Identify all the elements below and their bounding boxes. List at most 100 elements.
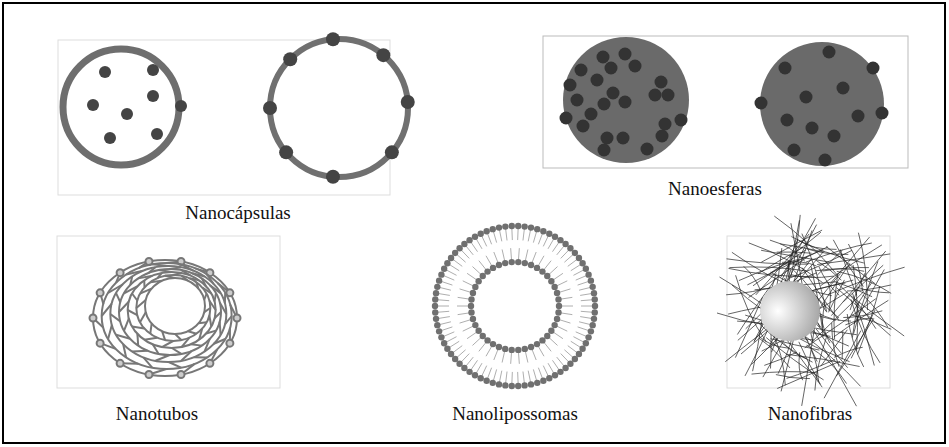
fibre [851, 296, 904, 336]
lipid-head [448, 255, 454, 261]
lipid-head [585, 334, 591, 340]
lipid-head [432, 309, 438, 315]
fibre [735, 297, 762, 357]
lipid-head [554, 316, 560, 322]
lipid-head [432, 303, 438, 309]
lipid-head [436, 328, 442, 334]
capsule-shell [270, 39, 408, 177]
drug-dot [781, 114, 794, 127]
surface-dot [326, 170, 340, 184]
ring [102, 263, 232, 369]
lipid-head [490, 380, 496, 386]
lipid-head [441, 340, 447, 346]
lipid-head [592, 309, 598, 315]
lipid-head [528, 344, 534, 350]
fibre [789, 250, 852, 278]
fibre [783, 343, 806, 359]
lipid-head [433, 290, 439, 296]
drug-dot [656, 130, 669, 143]
bond [140, 312, 146, 322]
drug-dot [585, 108, 598, 121]
lipid-head [534, 341, 540, 347]
lipid-head [548, 278, 554, 284]
fibre [813, 330, 856, 406]
panel-frame [543, 36, 908, 168]
drug-dot [659, 118, 672, 131]
lipid-head [579, 260, 585, 266]
lipid-head [438, 334, 444, 340]
drug-dot [598, 144, 611, 157]
lipid-head [591, 316, 597, 322]
lipid-head [588, 277, 594, 283]
fibre [836, 319, 874, 377]
lipid-head [461, 365, 467, 371]
fibre [832, 323, 839, 367]
lipid-head [478, 375, 484, 381]
fibre [833, 240, 863, 287]
fibre [816, 269, 865, 272]
fibre [758, 247, 803, 273]
surface-dot [279, 145, 293, 159]
atom [97, 289, 104, 296]
sphere-matrix [563, 37, 689, 163]
drug-dot [649, 89, 662, 102]
fibre [831, 251, 885, 316]
lipid-head [546, 231, 552, 237]
lipid-head [436, 277, 442, 283]
drug-dot [755, 97, 768, 110]
lipid-head [555, 296, 561, 302]
lipid-head [544, 333, 550, 339]
lipid-head [567, 360, 573, 366]
lipid-head [484, 337, 490, 343]
lipid-head [438, 271, 444, 277]
fibre [847, 314, 864, 367]
lipid-head [522, 346, 528, 352]
lipid-head [480, 333, 486, 339]
lipid-head [456, 245, 462, 251]
lipid-head [528, 224, 534, 230]
atom [206, 360, 213, 367]
atom [234, 315, 241, 322]
lipid-head [572, 356, 578, 362]
drug-dot [617, 132, 630, 145]
lipid-head [433, 316, 439, 322]
lipid-head [555, 309, 561, 315]
ring [145, 278, 205, 334]
capsule-surface-dots [263, 32, 415, 183]
drug-dot [601, 132, 614, 145]
drug-dot [560, 112, 573, 125]
lipid-head [515, 223, 521, 229]
drug-dot [597, 51, 610, 64]
fibre [843, 265, 883, 302]
drug-dot [852, 110, 865, 123]
fibre [821, 314, 830, 343]
lipid-head [551, 284, 557, 290]
lipid-head [468, 303, 474, 309]
lipid-head [572, 250, 578, 256]
bond [108, 325, 112, 339]
lipid-head [583, 340, 589, 346]
lipid-head [502, 223, 508, 229]
drug-dot [867, 62, 880, 75]
lipid-head [591, 290, 597, 296]
lipid-head [496, 344, 502, 350]
outer-frame [3, 3, 945, 443]
lipid-head [544, 273, 550, 279]
lipid-head [470, 290, 476, 296]
lipid-head [502, 260, 508, 266]
ring [119, 269, 221, 355]
lipid-head [434, 284, 440, 290]
lipid-head [509, 259, 515, 265]
lipid-head [452, 356, 458, 362]
drug-dot [575, 64, 588, 77]
lipid-head [461, 241, 467, 247]
lipid-head [456, 360, 462, 366]
fibre [787, 360, 835, 379]
lipid-head [521, 382, 527, 388]
structure-label: Nanotubos [116, 403, 198, 425]
fibre [848, 244, 862, 291]
ring [136, 275, 210, 341]
lipid-head [472, 234, 478, 240]
fibre [761, 230, 822, 262]
liposome-bilayer [432, 223, 598, 389]
